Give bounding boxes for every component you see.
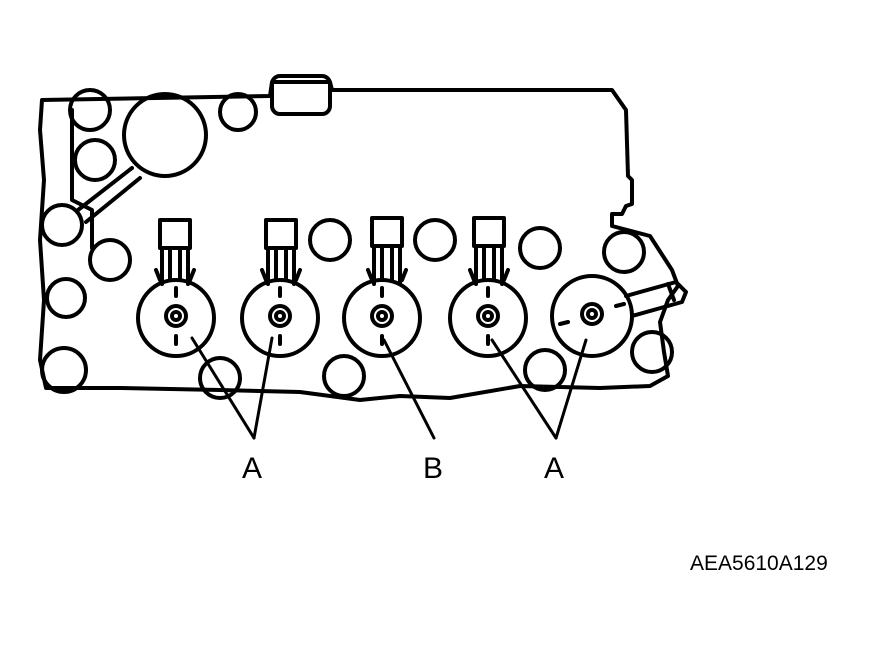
valve-body-outline [38, 80, 680, 402]
label-a-right: A [544, 452, 565, 485]
leader-lines [190, 336, 588, 440]
label-b: B [423, 452, 444, 485]
solenoid-valve-a-2 [240, 218, 320, 358]
solenoid-valve-a-1 [136, 218, 216, 358]
diagonal-passage [76, 166, 134, 212]
diagonal-passage-2 [84, 176, 142, 224]
port-holes [40, 88, 674, 400]
solenoid-valve-a-4 [550, 274, 688, 358]
top-boss [270, 74, 332, 116]
label-a-left: A [242, 452, 263, 485]
solenoid-valve-b [342, 216, 422, 358]
solenoid-valve-a-3 [448, 216, 528, 358]
figure-code: AEA5610A129 [690, 552, 828, 575]
